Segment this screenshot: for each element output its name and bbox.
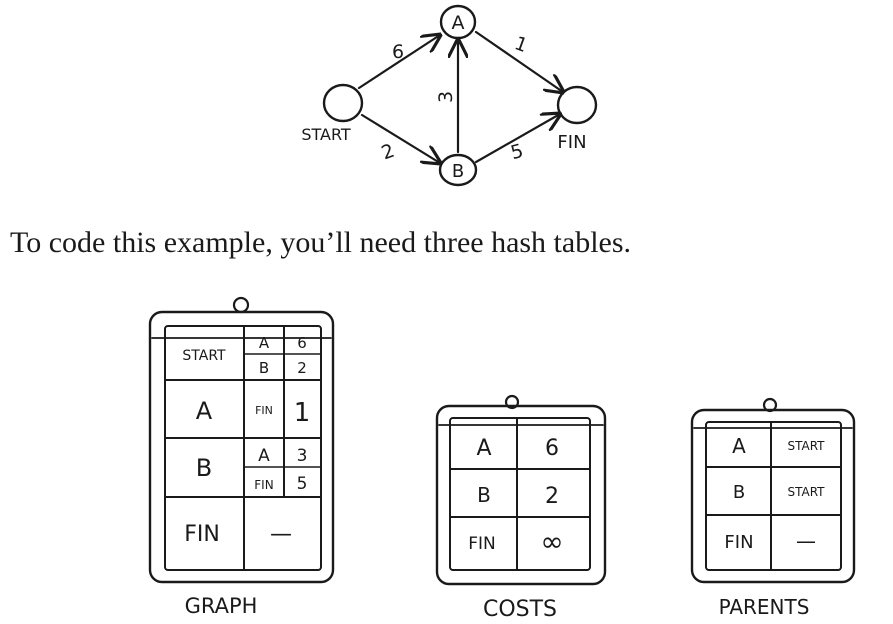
costs-row-value-a: 6 [545, 436, 559, 461]
node-label-b: B [452, 161, 464, 182]
graph-b-neighbor-a: A [258, 446, 270, 466]
graph-table-hook [232, 296, 250, 314]
parents-hash-table: A START B START FIN — PARENTS [690, 397, 856, 619]
costs-row-value-fin: ∞ [540, 525, 563, 558]
node-label-fin: FIN [557, 132, 586, 153]
graph-table-frame [148, 310, 335, 584]
graph-start-neighbor-b: B [259, 359, 269, 377]
graph-node-a: A [439, 4, 477, 40]
graph-start-neighbor-a: A [259, 334, 270, 352]
graph-b-cost-a: 3 [297, 446, 308, 466]
edge-weight-b-fin: 5 [508, 140, 525, 164]
graph-a-cost-fin: 1 [294, 398, 311, 428]
edge-start-a [357, 35, 440, 90]
parents-table-frame [690, 408, 856, 584]
costs-row-key-a: A [476, 436, 491, 461]
graph-fin-no-neighbors: — [270, 522, 292, 547]
graph-b-cost-fin: 5 [297, 474, 308, 494]
weighted-graph-diagram: START A B FIN 6 2 3 1 5 [301, 4, 598, 187]
node-label-start: START [301, 125, 351, 144]
node-label-a: A [452, 12, 465, 34]
costs-table-hook [504, 394, 520, 410]
parents-row-value-fin: — [796, 529, 816, 553]
costs-hash-table: A 6 B 2 FIN ∞ COSTS [435, 394, 607, 622]
edge-weight-start-a: 6 [392, 41, 404, 63]
graph-a-neighbor-fin: FIN [255, 404, 273, 417]
graph-node-fin: FIN [556, 85, 598, 153]
parents-row-key-a: A [732, 434, 746, 458]
caption-text: To code this example, you’ll need three … [10, 226, 632, 259]
graph-table-label: GRAPH [185, 594, 258, 618]
parents-table-label: PARENTS [719, 595, 810, 619]
graph-edges [357, 30, 563, 164]
parents-row-key-b: B [733, 482, 745, 503]
graph-b-neighbor-fin: FIN [254, 478, 273, 492]
graph-row-key-start: START [182, 348, 226, 364]
edge-weight-b-a: 3 [435, 91, 457, 103]
edge-b-fin [474, 114, 560, 164]
graph-row-key-b: B [196, 454, 212, 482]
graph-node-start: START [301, 83, 364, 144]
parents-row-value-a: START [787, 439, 825, 453]
costs-row-key-fin: FIN [468, 534, 496, 554]
graph-node-b: B [438, 153, 478, 187]
graph-row-key-a: A [196, 397, 213, 425]
graph-start-cost-a: 6 [297, 334, 307, 352]
edge-a-fin [474, 30, 563, 92]
parents-row-key-fin: FIN [724, 532, 753, 553]
costs-row-value-b: 2 [545, 484, 559, 509]
costs-row-key-b: B [477, 483, 491, 507]
graph-start-cost-b: 2 [297, 359, 307, 377]
graph-row-key-fin: FIN [184, 522, 220, 547]
edge-start-b [360, 113, 440, 163]
graph-hash-table: START A 6 B 2 A FIN 1 B A 3 FIN 5 FIN — … [148, 296, 335, 618]
costs-table-label: COSTS [483, 597, 557, 622]
costs-table-frame [435, 404, 607, 586]
parents-row-value-b: START [787, 485, 825, 499]
